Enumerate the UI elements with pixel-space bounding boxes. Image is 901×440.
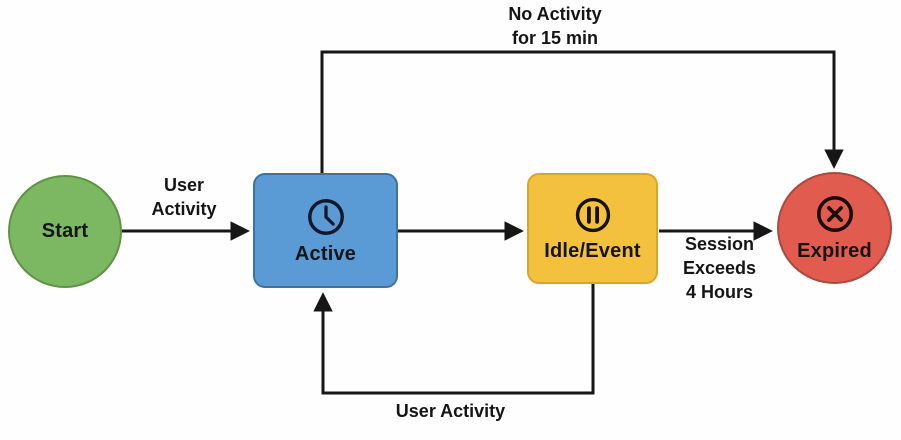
state-expired: Expired <box>777 172 892 284</box>
state-expired-label: Expired <box>797 240 872 262</box>
state-idle: Idle/Event <box>527 173 658 284</box>
state-active: Active <box>253 173 398 288</box>
edge-active-to-expired <box>320 50 844 173</box>
state-active-label: Active <box>294 242 357 265</box>
edge-label-session-exceeds-4hours: Session Exceeds 4 Hours <box>682 234 757 302</box>
edge-label-no-activity-15min: No Activity for 15 min <box>508 4 602 48</box>
x-circle-icon <box>814 193 856 235</box>
state-idle-label: Idle/Event <box>544 239 641 262</box>
state-start-label: Start <box>41 220 89 242</box>
edge-label-user-activity-return: User Activity <box>395 401 506 421</box>
pause-icon <box>573 195 613 235</box>
edge-idle-to-active <box>313 284 595 395</box>
clock-icon <box>305 196 347 238</box>
state-start: Start <box>8 175 122 288</box>
edge-label-user-activity: User Activity <box>151 175 217 219</box>
